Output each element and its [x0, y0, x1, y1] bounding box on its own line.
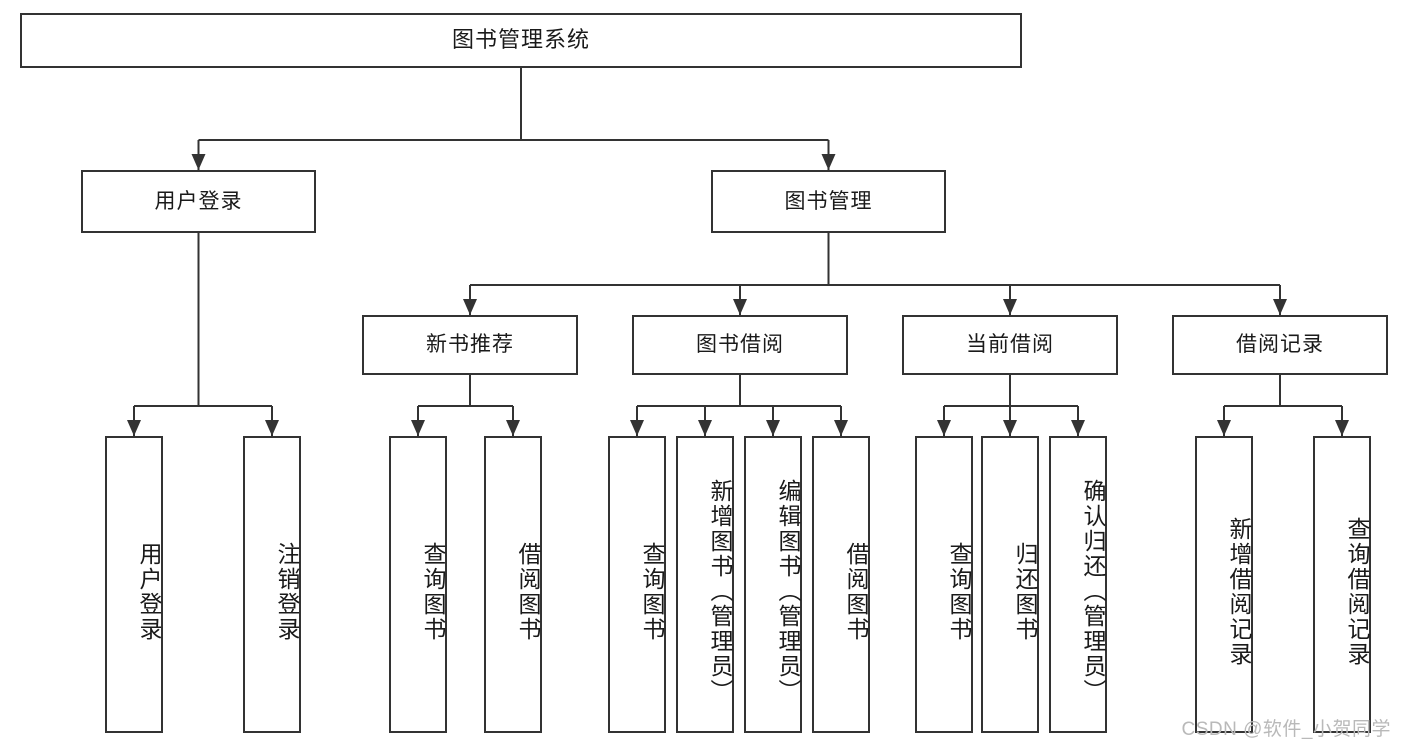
leaf-query-book-3-label: 查询图书 [946, 541, 972, 642]
leaf-user-login-label: 用户登录 [136, 541, 162, 642]
node-new-book-recommend[interactable]: 新书推荐 [362, 315, 578, 375]
node-current-borrow-label: 当前借阅 [966, 333, 1054, 357]
leaf-query-record[interactable]: 查询借阅记录 [1313, 436, 1371, 733]
node-root-label: 图书管理系统 [451, 27, 590, 53]
node-borrow-record[interactable]: 借阅记录 [1172, 315, 1388, 375]
leaf-confirm-return[interactable]: 确认归还（管理员） [1049, 436, 1107, 733]
leaf-add-book-label: 新增图书（管理员） [707, 479, 733, 704]
node-user-login[interactable]: 用户登录 [81, 170, 316, 233]
leaf-logout-label: 注销登录 [274, 541, 300, 642]
leaf-query-book-1-label: 查询图书 [420, 541, 446, 642]
leaf-return-book[interactable]: 归还图书 [981, 436, 1039, 733]
leaf-add-record[interactable]: 新增借阅记录 [1195, 436, 1253, 733]
leaf-query-book-3[interactable]: 查询图书 [915, 436, 973, 733]
leaf-confirm-return-label: 确认归还（管理员） [1080, 479, 1106, 704]
leaf-logout[interactable]: 注销登录 [243, 436, 301, 733]
watermark: CSDN @软件_小贺同学 [1181, 719, 1391, 740]
leaf-add-book[interactable]: 新增图书（管理员） [676, 436, 734, 733]
leaf-edit-book-label: 编辑图书（管理员） [775, 479, 801, 704]
node-new-book-recommend-label: 新书推荐 [426, 333, 514, 357]
leaf-query-book-2-label: 查询图书 [639, 541, 665, 642]
node-book-manage[interactable]: 图书管理 [711, 170, 946, 233]
node-user-login-label: 用户登录 [154, 189, 243, 213]
leaf-user-login[interactable]: 用户登录 [105, 436, 163, 733]
leaf-return-book-label: 归还图书 [1012, 541, 1038, 642]
leaf-borrow-book-2-label: 借阅图书 [843, 541, 869, 642]
node-borrow-record-label: 借阅记录 [1236, 333, 1324, 357]
leaf-edit-book[interactable]: 编辑图书（管理员） [744, 436, 802, 733]
node-book-borrow[interactable]: 图书借阅 [632, 315, 848, 375]
leaf-borrow-book-1[interactable]: 借阅图书 [484, 436, 542, 733]
node-current-borrow[interactable]: 当前借阅 [902, 315, 1118, 375]
node-root[interactable]: 图书管理系统 [20, 13, 1022, 68]
leaf-borrow-book-1-label: 借阅图书 [515, 541, 541, 642]
leaf-query-book-2[interactable]: 查询图书 [608, 436, 666, 733]
node-book-manage-label: 图书管理 [784, 189, 873, 213]
leaf-query-book-1[interactable]: 查询图书 [389, 436, 447, 733]
node-book-borrow-label: 图书借阅 [696, 333, 784, 357]
leaf-borrow-book-2[interactable]: 借阅图书 [812, 436, 870, 733]
leaf-query-record-label: 查询借阅记录 [1344, 516, 1370, 667]
leaf-add-record-label: 新增借阅记录 [1226, 516, 1252, 667]
